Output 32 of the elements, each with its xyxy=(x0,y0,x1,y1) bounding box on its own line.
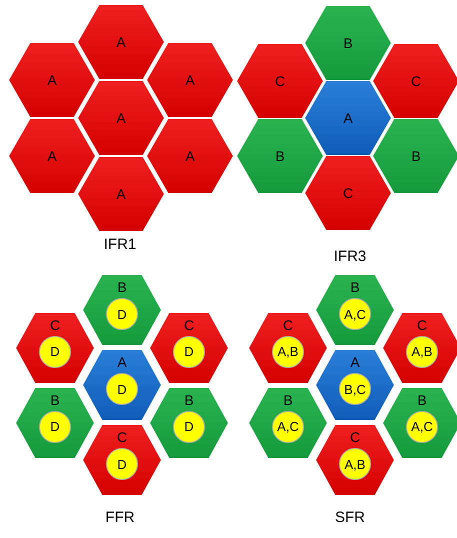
scheme-caption: SFR xyxy=(335,508,365,528)
cell-label: B xyxy=(411,148,421,162)
cell-label: A xyxy=(47,149,57,163)
cell-label: C xyxy=(116,430,128,444)
cell-label: A xyxy=(350,355,360,369)
cell-label: C xyxy=(184,318,194,332)
cell-label: A xyxy=(116,187,126,201)
cell-label: C xyxy=(50,318,60,332)
cell-label: C xyxy=(410,74,422,88)
cell-label: B xyxy=(350,280,360,294)
cell-label: B xyxy=(275,148,285,162)
cell-label: A xyxy=(185,73,195,87)
scheme-caption: IFR3 xyxy=(334,246,366,267)
cell-label: A xyxy=(117,355,127,369)
cell-label: C xyxy=(282,318,294,332)
cell-label: A xyxy=(116,35,126,49)
cell-label: C xyxy=(350,430,360,444)
cell-label: A xyxy=(343,111,353,125)
cell-label: C xyxy=(416,318,428,332)
scheme-caption: IFR1 xyxy=(104,234,136,255)
cell-label: B xyxy=(117,280,127,294)
cell-label: B xyxy=(283,392,293,406)
cell-label: B xyxy=(417,392,427,406)
cell-label: B xyxy=(184,392,194,406)
cell-label: C xyxy=(342,186,354,200)
cell-label: A xyxy=(185,149,195,163)
cell-label: A xyxy=(116,111,126,125)
cell-label: B xyxy=(50,392,60,406)
cell-label: B xyxy=(343,36,353,50)
scheme-caption: FFR xyxy=(105,508,135,528)
cell-label: A xyxy=(47,73,57,87)
cell-label: C xyxy=(274,74,286,88)
